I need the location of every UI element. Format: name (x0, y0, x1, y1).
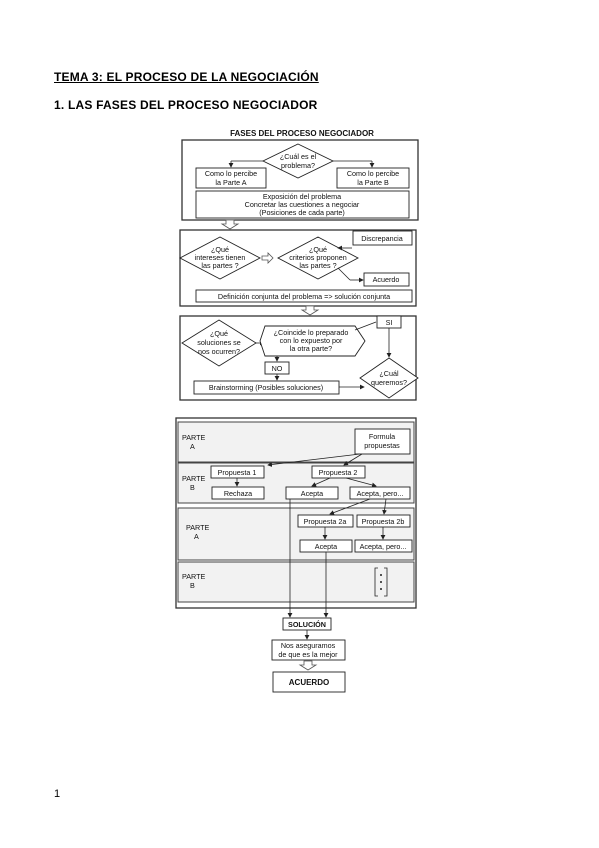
box-acuerdo-small-text: Acuerdo (373, 275, 400, 284)
box-rechaza (211, 486, 265, 500)
box-propuesta-2 (311, 465, 366, 479)
box-propuesta-2a-text: Propuesta 2a (304, 517, 347, 526)
box-propuesta-1 (210, 465, 265, 479)
box-propuesta-1-text: Propuesta 1 (218, 468, 257, 477)
lane-parte-b-2 (177, 561, 415, 603)
box-no-text: NO (272, 364, 283, 373)
diamond-soluciones (181, 319, 257, 367)
down-arrow-2 (300, 305, 320, 316)
right-arrow (261, 252, 274, 264)
continuation-bracket (374, 567, 388, 597)
box-acuerdo (272, 671, 346, 693)
box-acepta-pero-1 (349, 486, 411, 500)
box-parte-a (195, 167, 267, 189)
down-arrow-3 (298, 660, 318, 671)
section-heading: 1. LAS FASES DEL PROCESO NEGOCIADOR (54, 98, 318, 112)
box-discrepancia (352, 230, 413, 246)
box-propuesta-2b (356, 514, 411, 528)
section3-frame (179, 315, 417, 401)
box-definicion (195, 289, 413, 303)
diamond-intereses (179, 236, 261, 280)
diamond-cual (359, 357, 419, 399)
box-solucion-text: SOLUCIÓN (288, 620, 326, 629)
box-acepta-2-text: Acepta (315, 542, 337, 551)
flowchart2-frame (175, 417, 417, 609)
page-heading: TEMA 3: EL PROCESO DE LA NEGOCIACIÓN (54, 70, 319, 84)
box-si-text: SI (386, 318, 393, 327)
down-arrow-1 (220, 219, 240, 230)
box-acuerdo-text: ACUERDO (289, 678, 329, 687)
box-formula-propuestas (354, 428, 411, 455)
box-acepta-1 (285, 486, 339, 500)
box-aseguramos (271, 639, 346, 661)
diamond-problema (261, 143, 335, 179)
box-brainstorming (193, 380, 340, 395)
box-parte-b (336, 167, 410, 189)
box-exposicion (195, 190, 410, 219)
flowchart-title: FASES DEL PROCESO NEGOCIADOR (230, 129, 374, 138)
section1-frame (181, 139, 419, 221)
page-number: 1 (54, 788, 61, 800)
box-coincide (259, 325, 366, 357)
box-acepta-pero-2-text: Acepta, pero... (360, 542, 407, 551)
box-propuesta-2a (297, 514, 354, 528)
box-propuesta-2b-text: Propuesta 2b (362, 517, 405, 526)
box-propuesta-2-text: Propuesta 2 (319, 468, 358, 477)
box-acuerdo-small (363, 272, 410, 287)
box-acepta-1-text: Acepta (301, 489, 323, 498)
box-rechaza-text: Rechaza (224, 489, 252, 498)
box-brainstorming-text: Brainstorming (Posibles soluciones) (209, 383, 323, 392)
box-definicion-text: Definición conjunta del problema => solu… (218, 292, 390, 301)
box-acepta-pero-2 (354, 539, 413, 553)
section2-frame (179, 229, 417, 307)
box-discrepancia-text: Discrepancia (361, 234, 403, 243)
box-acepta-pero-1-text: Acepta, pero... (357, 489, 404, 498)
